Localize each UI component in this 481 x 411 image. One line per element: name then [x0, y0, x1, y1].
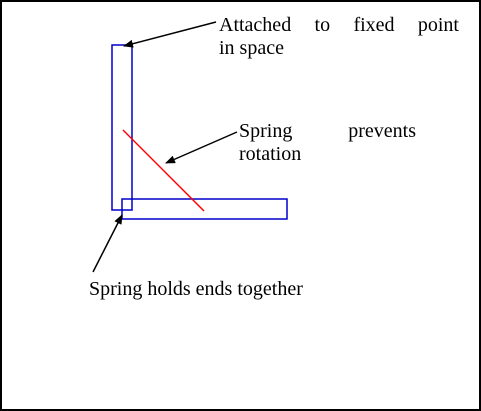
label-attached-fixed-point: Attached to fixed point in space	[219, 14, 459, 60]
label-spring-holds-ends: Spring holds ends together	[89, 278, 303, 300]
rotation-spring	[122, 129, 205, 212]
arrow-fixed-point	[123, 21, 217, 48]
vertical-beam	[111, 44, 133, 211]
label-spring-rot-line2: rotation	[239, 143, 302, 165]
arrow-spring-ends	[92, 214, 123, 273]
horizontal-beam	[121, 198, 288, 220]
label-spring-prevents-rotation: Spring prevents rotation	[239, 120, 416, 166]
label-fixed-line1: Attached to fixed point	[219, 14, 459, 36]
arrow-spring-rotation	[165, 131, 238, 164]
label-spring-rot-line1: Spring prevents	[239, 120, 416, 142]
label-fixed-line2: in space	[219, 37, 284, 59]
